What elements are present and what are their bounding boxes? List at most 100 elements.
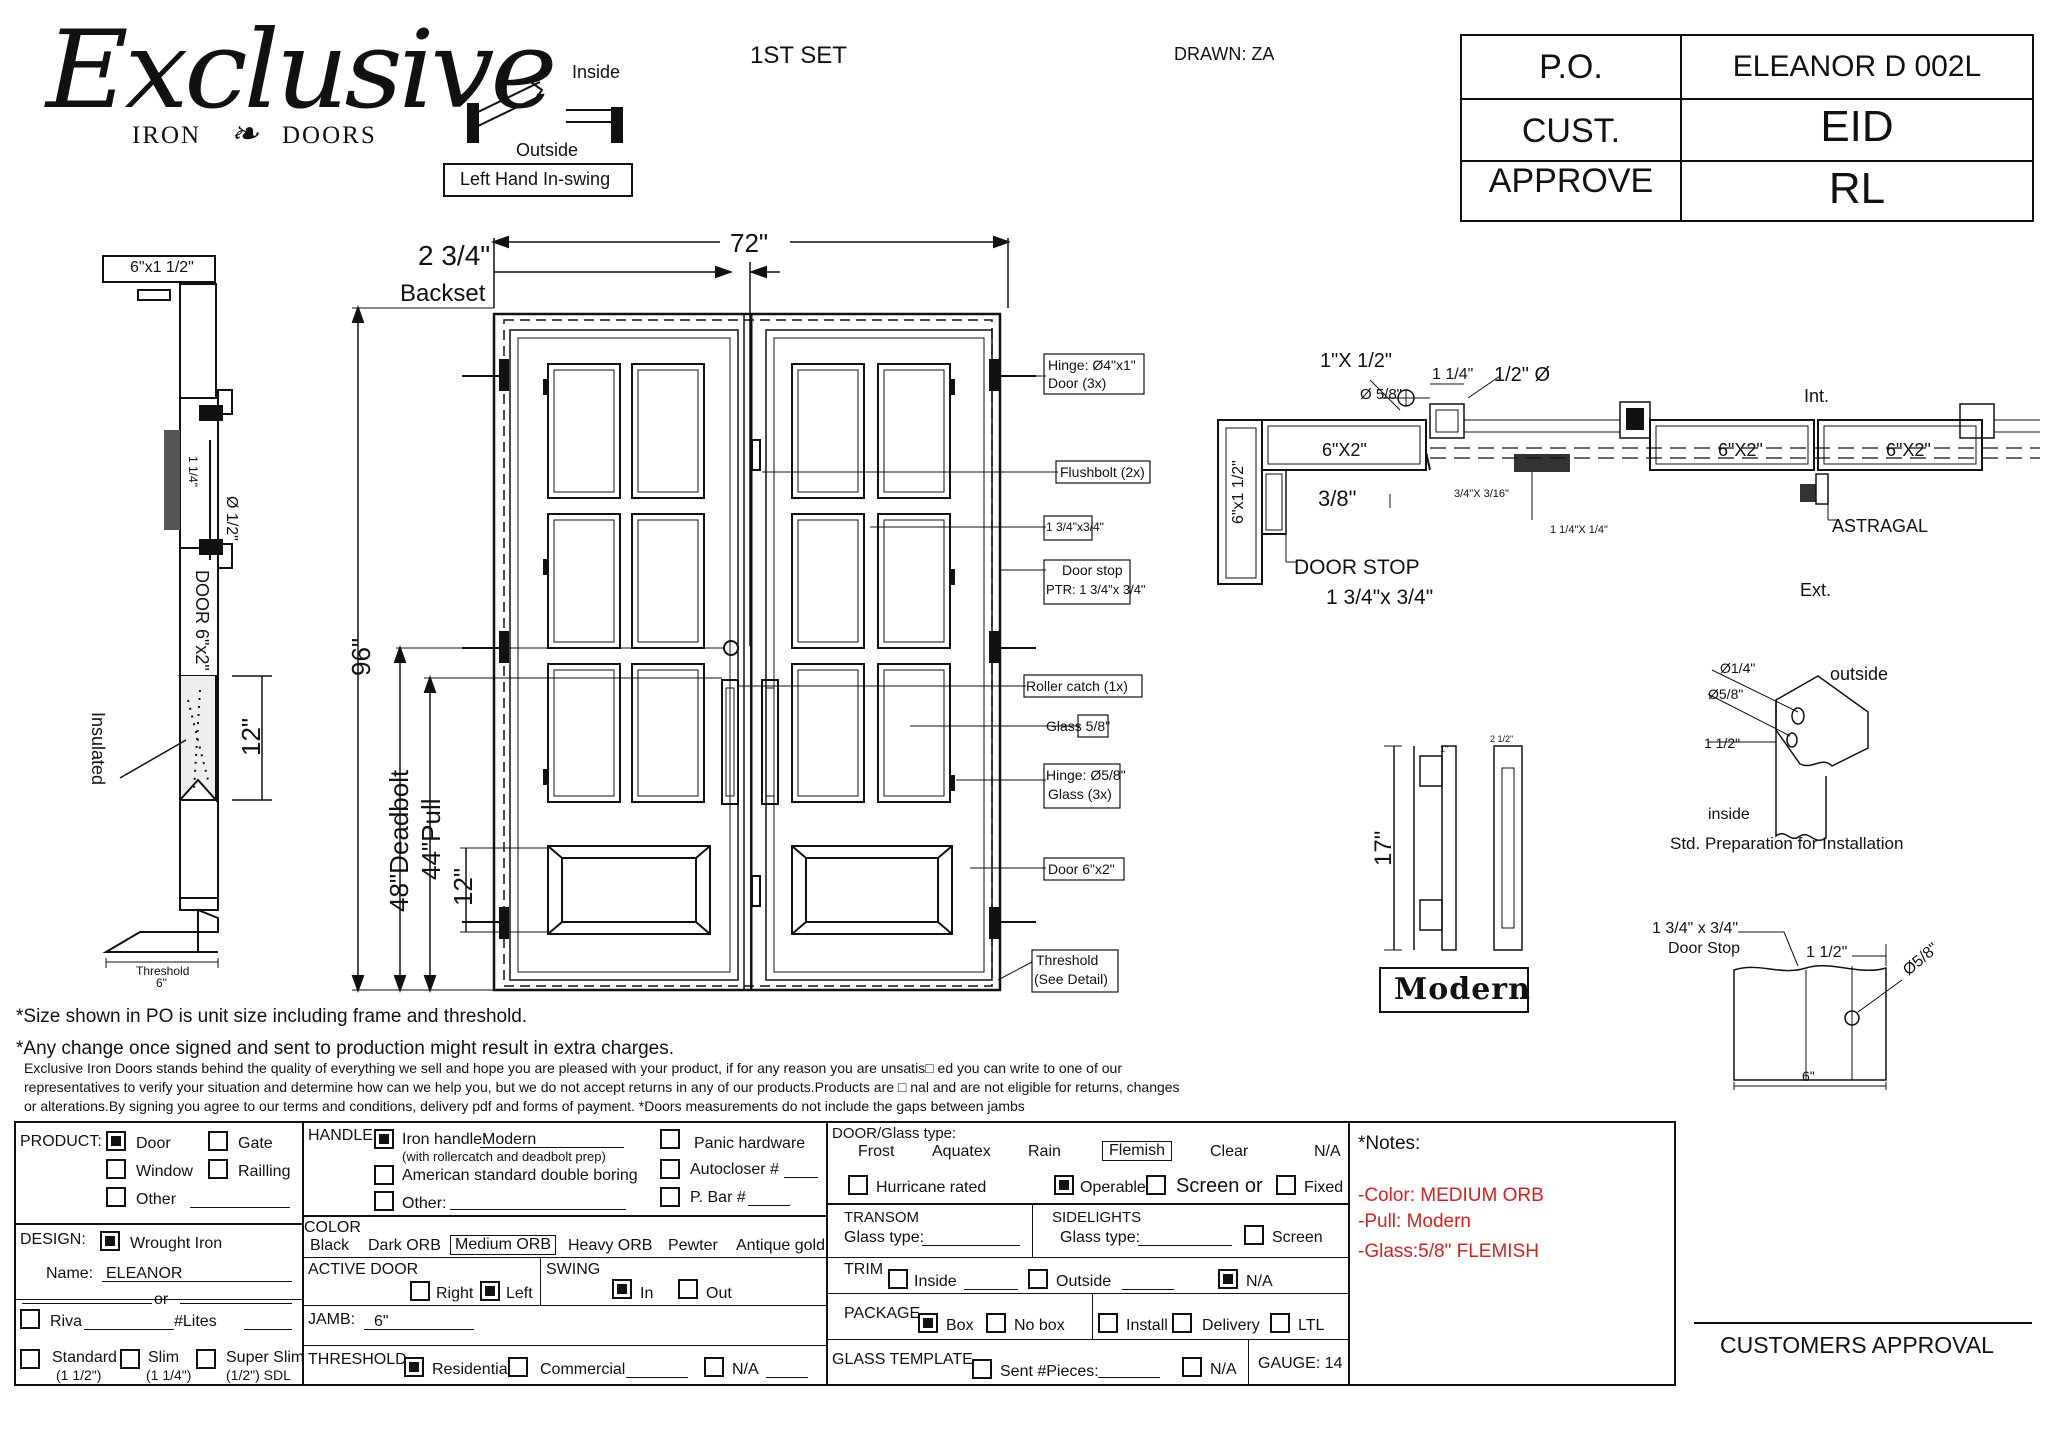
trim-inside-checkbox[interactable]: [888, 1269, 908, 1289]
hurricane-checkbox[interactable]: [848, 1175, 868, 1195]
product-other-label: Other: [136, 1191, 177, 1208]
backset-dim: 2 3/4": [418, 240, 491, 271]
pull-style-label: Modern: [1394, 972, 1531, 1007]
glass-type-label: DOOR/Glass type:: [832, 1125, 957, 1142]
sidelights-screen-checkbox[interactable]: [1244, 1225, 1264, 1245]
delivery-checkbox[interactable]: [1172, 1313, 1192, 1333]
stop-detail-label: Door Stop: [1668, 940, 1741, 957]
product-label: PRODUCT:: [20, 1133, 102, 1150]
panic-checkbox[interactable]: [660, 1129, 680, 1149]
glass-clear[interactable]: Clear: [1210, 1143, 1249, 1160]
pull-dim-a: 1": [1440, 744, 1449, 754]
product-railing-checkbox[interactable]: [208, 1159, 228, 1179]
glass-aquatex[interactable]: Aquatex: [932, 1143, 991, 1160]
glass-frost[interactable]: Frost: [858, 1143, 895, 1160]
glass-template-na-checkbox[interactable]: [1182, 1357, 1202, 1377]
handle-label: HANDLE: [308, 1127, 373, 1144]
or-label: or: [154, 1291, 169, 1308]
ltl-label: LTL: [1298, 1317, 1325, 1334]
glass-rain[interactable]: Rain: [1028, 1143, 1061, 1160]
pbar-checkbox[interactable]: [660, 1187, 680, 1207]
iron-handle-checkbox[interactable]: [374, 1129, 394, 1149]
autocloser-checkbox[interactable]: [660, 1159, 680, 1179]
sidelights-label: SIDELIGHTS: [1052, 1209, 1142, 1226]
handle-other-checkbox[interactable]: [374, 1191, 394, 1211]
american-checkbox[interactable]: [374, 1165, 394, 1185]
design-label: DESIGN:: [20, 1231, 86, 1248]
swing-in-checkbox[interactable]: [612, 1279, 632, 1299]
threshold-na-checkbox[interactable]: [704, 1357, 724, 1377]
callout-bar: 1 3/4"x3/4": [1046, 520, 1104, 534]
terms-line-3: or alterations.By signing you agree to o…: [24, 1098, 1025, 1114]
superslim-sub: (1/2") SDL: [226, 1367, 291, 1383]
ltl-checkbox[interactable]: [1270, 1313, 1290, 1333]
product-door-checkbox[interactable]: [106, 1131, 126, 1151]
product-door-label: Door: [136, 1135, 171, 1152]
panic-label: Panic hardware: [694, 1135, 806, 1152]
threshold-commercial-checkbox[interactable]: [508, 1357, 528, 1377]
trim-inside-label: Inside: [914, 1273, 957, 1290]
iron-handle-label: Iron handle:: [402, 1131, 487, 1148]
plan-tube-mid: 6"X2": [1718, 440, 1763, 460]
transom-label: TRANSOM: [844, 1209, 919, 1226]
slim-checkbox[interactable]: [120, 1349, 140, 1369]
callout-flushbolt: Flushbolt (2x): [1060, 464, 1145, 480]
trim-outside-checkbox[interactable]: [1028, 1269, 1048, 1289]
product-window-label: Window: [136, 1163, 193, 1180]
product-other-checkbox[interactable]: [106, 1187, 126, 1207]
product-railing-label: Railling: [238, 1163, 291, 1180]
glass-flemish[interactable]: Flemish: [1102, 1141, 1173, 1161]
threshold-residential-checkbox[interactable]: [404, 1357, 424, 1377]
trim-na-label: N/A: [1246, 1273, 1273, 1290]
superslim-label: Super Slim: [226, 1349, 305, 1366]
riva-checkbox[interactable]: [20, 1309, 40, 1329]
standard-checkbox[interactable]: [20, 1349, 40, 1369]
side-door-label: DOOR 6"x2": [192, 570, 212, 671]
swing-outside-label: Outside: [516, 140, 579, 160]
plan-half-dia: 1/2" Ø: [1494, 364, 1551, 386]
design-wrought-checkbox[interactable]: [100, 1231, 120, 1251]
glass-na[interactable]: N/A: [1314, 1143, 1341, 1160]
stop-detail-dia: Ø5/8": [1900, 940, 1942, 980]
plan-ext-label: Ext.: [1800, 580, 1832, 600]
product-gate-checkbox[interactable]: [208, 1131, 228, 1151]
prep-inside: inside: [1708, 806, 1750, 823]
american-label: American standard double boring: [402, 1167, 638, 1184]
active-left-checkbox[interactable]: [480, 1281, 500, 1301]
approve-label: APPROVE: [1488, 162, 1654, 200]
install-checkbox[interactable]: [1098, 1313, 1118, 1333]
operable-checkbox[interactable]: [1054, 1175, 1074, 1195]
standard-label: Standard: [52, 1349, 117, 1366]
fixed-checkbox[interactable]: [1276, 1175, 1296, 1195]
side-top-label: 6"x1 1/2": [130, 259, 194, 276]
jamb-value[interactable]: 6": [374, 1313, 389, 1330]
package-box-checkbox[interactable]: [918, 1313, 938, 1333]
standard-sub: (1 1/2"): [56, 1367, 102, 1383]
color-heavy-orb[interactable]: Heavy ORB: [568, 1237, 653, 1254]
install-label: Install: [1126, 1317, 1168, 1334]
trim-label: TRIM: [844, 1261, 884, 1278]
callout-door-stop-ptr: PTR: 1 3/4"x 3/4": [1046, 582, 1146, 597]
glass-template-sent-checkbox[interactable]: [972, 1359, 992, 1379]
insulated-label: Insulated: [88, 712, 108, 786]
handle-other-label: Other:: [402, 1195, 447, 1212]
color-dark-orb[interactable]: Dark ORB: [368, 1237, 441, 1254]
package-nobox-checkbox[interactable]: [986, 1313, 1006, 1333]
plan-dim-quarter: 1 1/4": [1432, 366, 1474, 383]
color-black[interactable]: Black: [310, 1237, 350, 1254]
iron-handle-value[interactable]: Modern: [482, 1131, 537, 1148]
color-pewter[interactable]: Pewter: [668, 1237, 718, 1254]
superslim-checkbox[interactable]: [196, 1349, 216, 1369]
stop-detail-one-half: 1 1/2": [1806, 944, 1848, 961]
active-door-label: ACTIVE DOOR: [308, 1261, 419, 1278]
change-note: *Any change once signed and sent to prod…: [16, 1038, 675, 1059]
color-antique-gold[interactable]: Antique gold: [736, 1237, 825, 1254]
trim-na-checkbox[interactable]: [1218, 1269, 1238, 1289]
pull-height-dim: 17": [1370, 830, 1397, 866]
design-name-value[interactable]: ELEANOR: [106, 1265, 183, 1282]
screen-or-checkbox[interactable]: [1146, 1175, 1166, 1195]
product-window-checkbox[interactable]: [106, 1159, 126, 1179]
swing-out-checkbox[interactable]: [678, 1279, 698, 1299]
color-medium-orb[interactable]: Medium ORB: [450, 1235, 557, 1255]
active-right-checkbox[interactable]: [410, 1281, 430, 1301]
